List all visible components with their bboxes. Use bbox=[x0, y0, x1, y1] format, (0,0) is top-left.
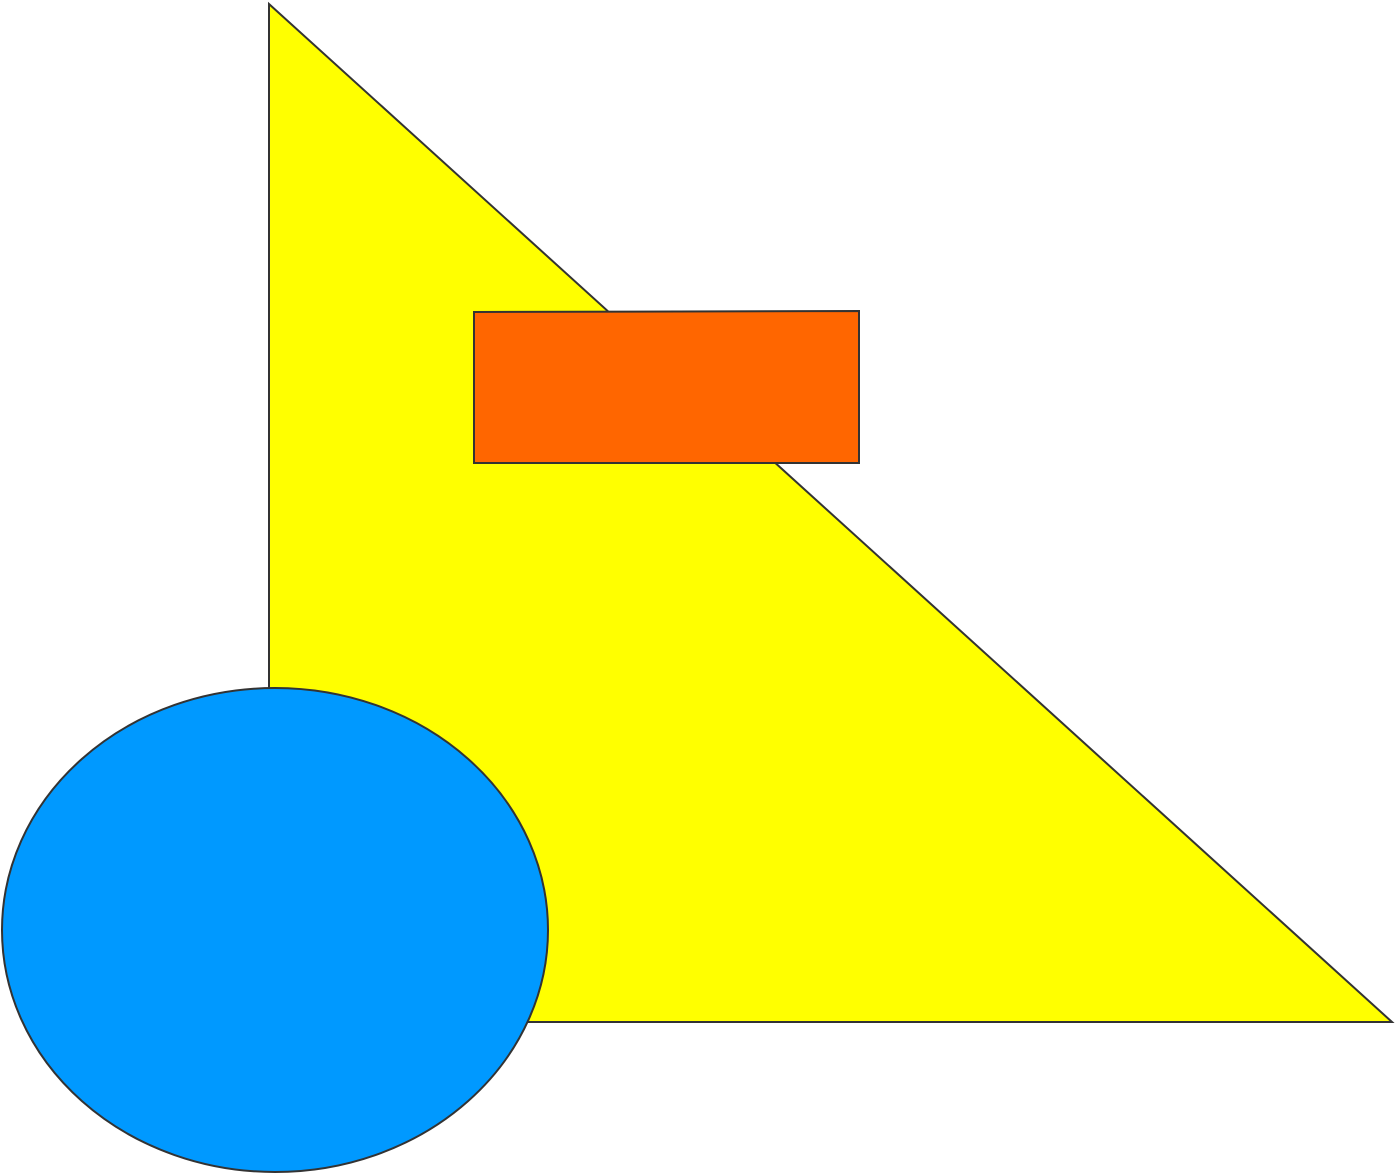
yellow-triangle bbox=[268, 1, 1395, 1023]
blue-ellipse bbox=[1, 687, 549, 1173]
orange-rectangle bbox=[473, 309, 860, 464]
